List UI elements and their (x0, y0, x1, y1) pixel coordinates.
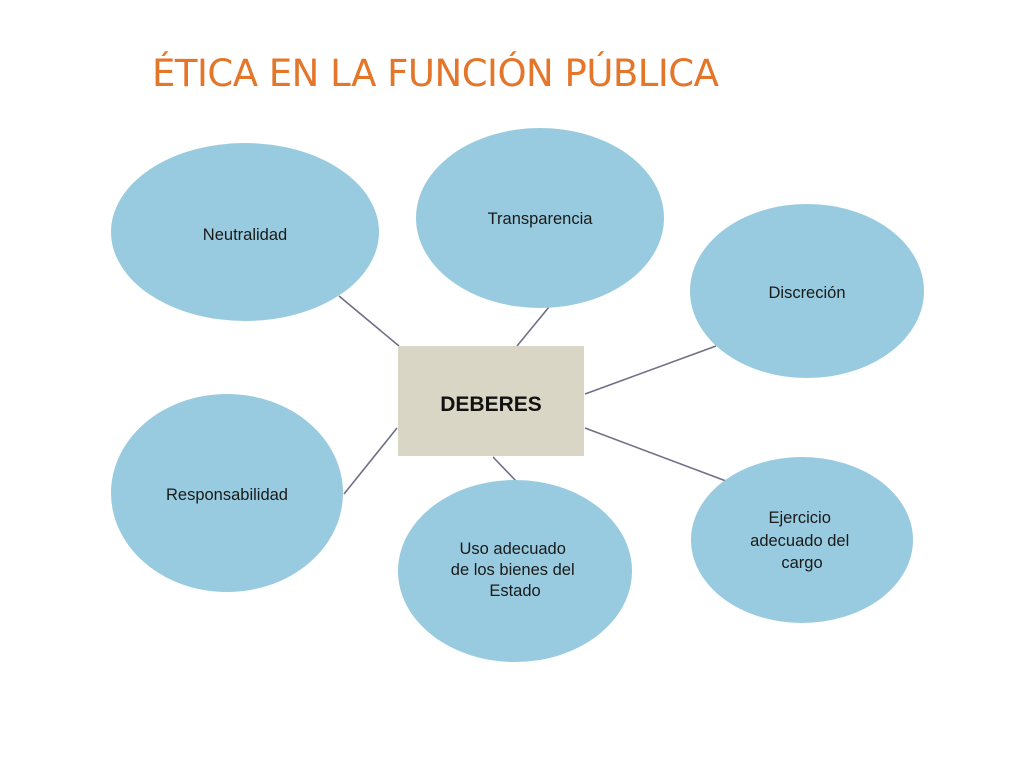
node-uso-bienes-line-1: Uso adecuado (459, 540, 565, 558)
connector-responsabilidad (343, 427, 398, 495)
node-responsabilidad-line-1: Responsabilidad (166, 486, 288, 504)
node-ejercicio-cargo-line-1: Ejercicio (769, 509, 831, 527)
node-transparencia-shape (416, 128, 664, 308)
center-box (398, 346, 584, 456)
node-uso-bienes-label: Uso adecuado de los bienes del Estado (451, 540, 579, 600)
node-transparencia-label: Transparencia (488, 210, 594, 228)
node-neutralidad-label: Neutralidad (203, 226, 287, 244)
node-neutralidad-shape (111, 143, 379, 321)
connector-transparencia (516, 306, 550, 347)
node-neutralidad: Neutralidad (111, 143, 379, 321)
page-title: ÉTICA EN LA FUNCIÓN PÚBLICA (152, 52, 719, 95)
node-ejercicio-cargo-line-2: adecuado del (750, 532, 849, 550)
node-discrecion-label: Discreción (768, 284, 845, 302)
node-responsabilidad-label: Responsabilidad (166, 486, 288, 504)
connector-discrecion (584, 345, 717, 395)
connector-neutralidad (338, 295, 400, 347)
center-label: DEBERES (440, 393, 542, 416)
connector-ejercicio-cargo (584, 427, 727, 482)
node-responsabilidad: Responsabilidad (111, 394, 343, 592)
node-uso-bienes-line-3: Estado (489, 582, 540, 600)
node-uso-bienes-line-2: de los bienes del (451, 561, 575, 579)
node-transparencia-line-1: Transparencia (488, 210, 594, 228)
node-transparencia: Transparencia (416, 128, 664, 308)
node-ejercicio-cargo-line-3: cargo (781, 554, 822, 572)
node-uso-bienes-shape (398, 480, 632, 662)
connectors (338, 295, 727, 495)
node-ejercicio-cargo-label: Ejercicio adecuado del cargo (750, 509, 854, 572)
node-discrecion-shape (690, 204, 924, 378)
node-discrecion: Discreción (690, 204, 924, 378)
connector-uso-bienes (492, 456, 518, 483)
node-discrecion-line-1: Discreción (768, 284, 845, 302)
node-ejercicio-cargo-shape (691, 457, 913, 623)
node-ejercicio-cargo: Ejercicio adecuado del cargo (691, 457, 913, 623)
node-neutralidad-line-1: Neutralidad (203, 226, 287, 244)
node-responsabilidad-shape (111, 394, 343, 592)
center-node: DEBERES (398, 346, 584, 456)
node-uso-bienes: Uso adecuado de los bienes del Estado (398, 480, 632, 662)
